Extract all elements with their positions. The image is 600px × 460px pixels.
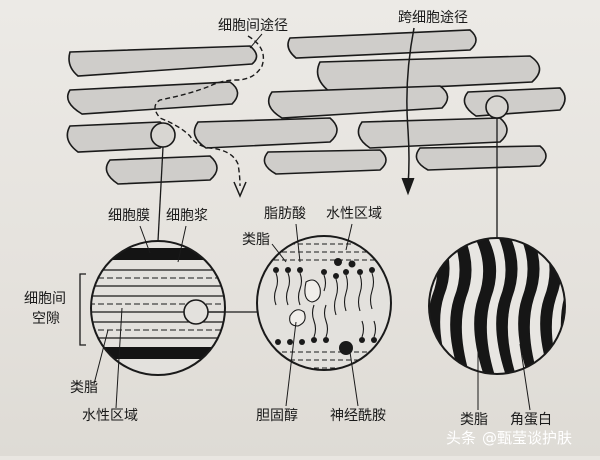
leader-lipid-center (271, 243, 287, 263)
leader-aqueous-center (345, 223, 353, 251)
label-ceramide: 神经酰胺 (330, 408, 386, 424)
band-1 (91, 248, 225, 260)
cell-3 (316, 55, 541, 93)
cell-9 (357, 117, 508, 149)
label-cytoplasm: 细胞浆 (166, 208, 208, 224)
callout-line-left (157, 146, 164, 242)
label-cholesterol: 胆固醇 (256, 407, 298, 424)
stratum-corneum-cells (66, 29, 566, 185)
callout-circle-left (150, 122, 176, 148)
leader-ceramide (349, 351, 359, 407)
label-lipid-center: 类脂 (242, 232, 270, 248)
callout-circle-right (485, 95, 509, 119)
cell-6 (463, 87, 566, 117)
cell-8 (193, 117, 338, 149)
leader-keratin (519, 343, 531, 411)
label-intercellular-route: 细胞间途径 (218, 17, 288, 34)
cell-12 (415, 145, 547, 171)
label-lipid-right: 类脂 (460, 412, 488, 428)
transcellular-route-arrow (406, 27, 415, 187)
leader-lipid-left (93, 329, 109, 385)
cell-5 (267, 85, 449, 119)
watermark-handle: @甄莹谈护肤 (482, 429, 572, 447)
label-fatty-acid: 脂肪酸 (264, 206, 306, 222)
cell-2 (287, 29, 477, 59)
intercellular-route-path (154, 35, 265, 187)
label-aqueous-region-left: 水性区域 (82, 408, 138, 424)
right-circle-detail (428, 237, 566, 375)
leader-aqueous-left (115, 307, 123, 409)
label-intercellular-space-line1: 细胞间 (24, 291, 66, 307)
leader-cell-membrane (139, 225, 151, 254)
leader-cytoplasm (177, 225, 187, 263)
label-aqueous-region-center: 水性区域 (326, 206, 382, 222)
label-lipid-left: 类脂 (70, 380, 98, 396)
watermark: 头条 @甄莹谈护肤 (446, 429, 572, 447)
cell-4 (66, 81, 239, 115)
bracket-intercellular-space (79, 273, 86, 346)
inner-callout-circle (183, 299, 209, 325)
leader-cholesterol (285, 321, 297, 407)
left-circle-detail (90, 240, 226, 376)
center-circle-detail (256, 235, 392, 371)
leader-intercellular-route (249, 33, 263, 49)
leader-fatty-acid (295, 223, 301, 263)
label-keratin: 角蛋白 (510, 412, 552, 428)
label-transcellular-route: 跨细胞途径 (398, 9, 468, 26)
watermark-prefix: 头条 (446, 429, 476, 447)
label-intercellular-space-line2: 空隙 (32, 311, 60, 327)
cell-1 (68, 45, 258, 77)
intercellular-route-arrowhead (233, 181, 247, 198)
transcellular-route-arrowhead (401, 177, 415, 196)
label-cell-membrane: 细胞膜 (108, 208, 150, 224)
cell-11 (263, 149, 387, 175)
band-2 (91, 347, 225, 359)
